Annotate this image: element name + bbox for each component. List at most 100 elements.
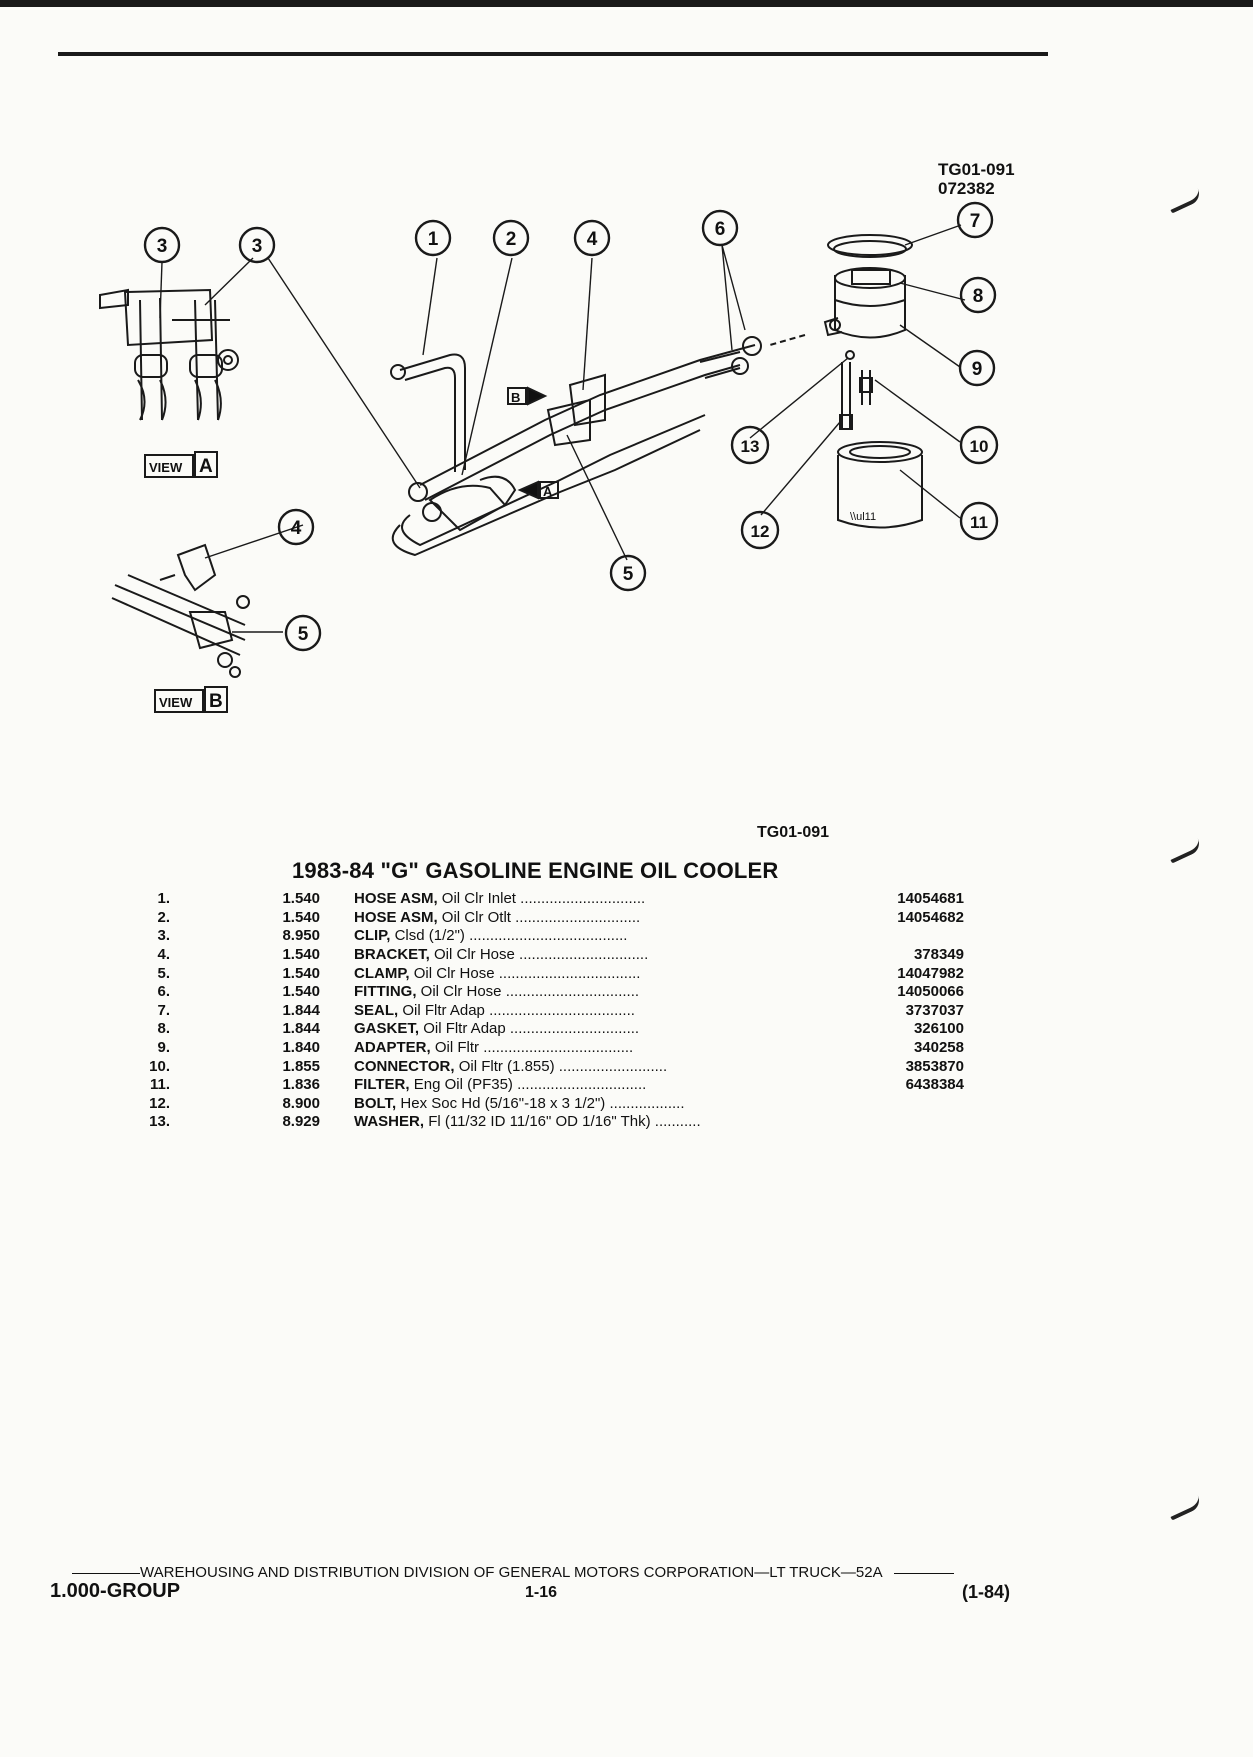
view-b-detail	[111, 543, 250, 678]
filter-adapter-assembly	[769, 234, 923, 529]
footer-group: 1.000-GROUP	[50, 1580, 181, 1602]
part-description: HOSE ASM, Oil Clr Otlt .................…	[320, 909, 874, 928]
dot-leader: ................................	[505, 983, 640, 1001]
part-detail: Oil Fltr (1.855)	[458, 1057, 555, 1075]
callout-number: 5	[298, 624, 309, 645]
dot-leader: ......................................	[469, 927, 628, 945]
callout-number: 7	[970, 211, 981, 232]
callout-number: 3	[157, 236, 168, 257]
part-group: 8.950	[282, 927, 320, 945]
part-detail: Oil Fltr Adap	[423, 1020, 506, 1038]
callout-number: 9	[972, 359, 983, 380]
callout-numbers: 3 3 1 2 4 6 7 8 9 10 11 12 13 4 5 5	[157, 211, 989, 645]
dot-leader: ...............................	[517, 1076, 647, 1094]
part-number	[874, 927, 964, 946]
arrow-b-box	[507, 387, 527, 405]
part-index: 4.	[157, 946, 170, 964]
view-b-letter-box	[204, 686, 228, 713]
part-number: 14054682	[897, 908, 964, 926]
part-index: 6.	[157, 983, 170, 1001]
view-b-letter: B	[209, 691, 223, 712]
callout-number: 3	[252, 236, 263, 257]
view-a-letter: A	[199, 456, 213, 477]
part-group: 1.540	[282, 890, 320, 908]
callout-number: 6	[715, 219, 726, 240]
part-index: 10.	[149, 1057, 170, 1075]
footer-dash-right	[893, 1572, 954, 1574]
part-name: CLIP,	[354, 927, 391, 945]
filter-marking: \\ul11	[850, 511, 876, 523]
part-index: 8.	[157, 1020, 170, 1038]
part-detail: Clsd (1/2")	[394, 927, 465, 945]
part-group: 8.929	[282, 1113, 320, 1131]
part-index: 5.	[157, 964, 170, 982]
part-detail: Oil Clr Inlet	[441, 890, 516, 908]
part-number: 378349	[913, 946, 964, 964]
part-name: GASKET,	[354, 1020, 420, 1038]
callout-number: 4	[587, 229, 598, 250]
footer-date: (1-84)	[962, 1582, 1011, 1602]
part-description: BOLT, Hex Soc Hd (5/16"-18 x 3 1/2") ...…	[320, 1095, 874, 1114]
section-title: 1983-84 "G" GASOLINE ENGINE OIL COOLER	[292, 858, 779, 883]
binding-mark	[1167, 838, 1203, 864]
part-description: HOSE ASM, Oil Clr Inlet ................…	[320, 890, 874, 909]
part-name: HOSE ASM,	[354, 908, 438, 926]
callout-number: 10	[970, 437, 989, 456]
part-number: 14050066	[897, 983, 964, 1001]
part-description: FILTER, Eng Oil (PF35) .................…	[320, 1076, 874, 1095]
figure-ref-date: 072382	[938, 179, 995, 198]
part-description: FITTING, Oil Clr Hose ..................…	[320, 983, 874, 1002]
arrow-a-box	[539, 481, 559, 499]
part-group: 1.540	[282, 908, 320, 926]
callout-number: 11	[970, 513, 988, 532]
part-name: ADAPTER,	[354, 1039, 431, 1057]
part-detail: Oil Clr Hose	[434, 946, 515, 964]
part-name: HOSE ASM,	[354, 890, 438, 908]
arrow-a-icon	[517, 480, 539, 500]
part-group: 1.836	[282, 1076, 320, 1094]
part-index: 3.	[157, 927, 170, 945]
arrow-b-icon	[527, 386, 548, 406]
part-name: BRACKET,	[354, 946, 430, 964]
callout-number: 13	[741, 437, 760, 456]
dot-leader: ...............................	[519, 946, 649, 964]
part-index: 12.	[149, 1094, 170, 1112]
dot-leader: ..................	[609, 1094, 685, 1112]
part-index: 1.	[157, 890, 170, 908]
table-row: 3. 8.950 CLIP, Clsd (1/2") ...............…	[140, 927, 964, 946]
dot-leader: ...........	[654, 1113, 701, 1131]
footer-dash-left	[72, 1572, 140, 1574]
top-edge-bar	[0, 0, 1253, 7]
dot-leader: ..............................	[520, 890, 646, 908]
footer-division-text: WAREHOUSING AND DISTRIBUTION DIVISION OF…	[140, 1564, 882, 1581]
part-group: 1.540	[282, 946, 320, 964]
part-description: CONNECTOR, Oil Fltr (1.855) ............…	[320, 1057, 874, 1076]
binding-mark	[1167, 1495, 1203, 1521]
part-group: 1.840	[282, 1039, 320, 1057]
part-name: CLAMP,	[354, 964, 410, 982]
part-index: 2.	[157, 908, 170, 926]
callout-number: 2	[506, 229, 517, 250]
part-number: 326100	[913, 1020, 964, 1038]
part-name: FILTER,	[354, 1076, 410, 1094]
part-name: CONNECTOR,	[354, 1057, 455, 1075]
part-description: WASHER, Fl (11/32 ID 11/16" OD 1/16" Thk…	[320, 1113, 874, 1132]
callout-number: 8	[973, 286, 984, 307]
footer-page-number: 1-16	[525, 1584, 558, 1601]
oil-cooler-exploded-diagram: VIEW A VIEW B B A	[99, 201, 999, 713]
part-number: 14047982	[897, 964, 964, 982]
part-name: WASHER,	[354, 1113, 425, 1131]
callout-number: 12	[751, 522, 770, 541]
part-number: 3737037	[905, 1001, 964, 1019]
part-detail: Fl (11/32 ID 11/16" OD 1/16" Thk)	[428, 1113, 651, 1131]
part-number: 14054681	[897, 890, 964, 908]
part-number	[874, 1113, 964, 1132]
arrow-b-letter: B	[511, 390, 520, 405]
dot-leader: ..........................	[558, 1057, 668, 1075]
